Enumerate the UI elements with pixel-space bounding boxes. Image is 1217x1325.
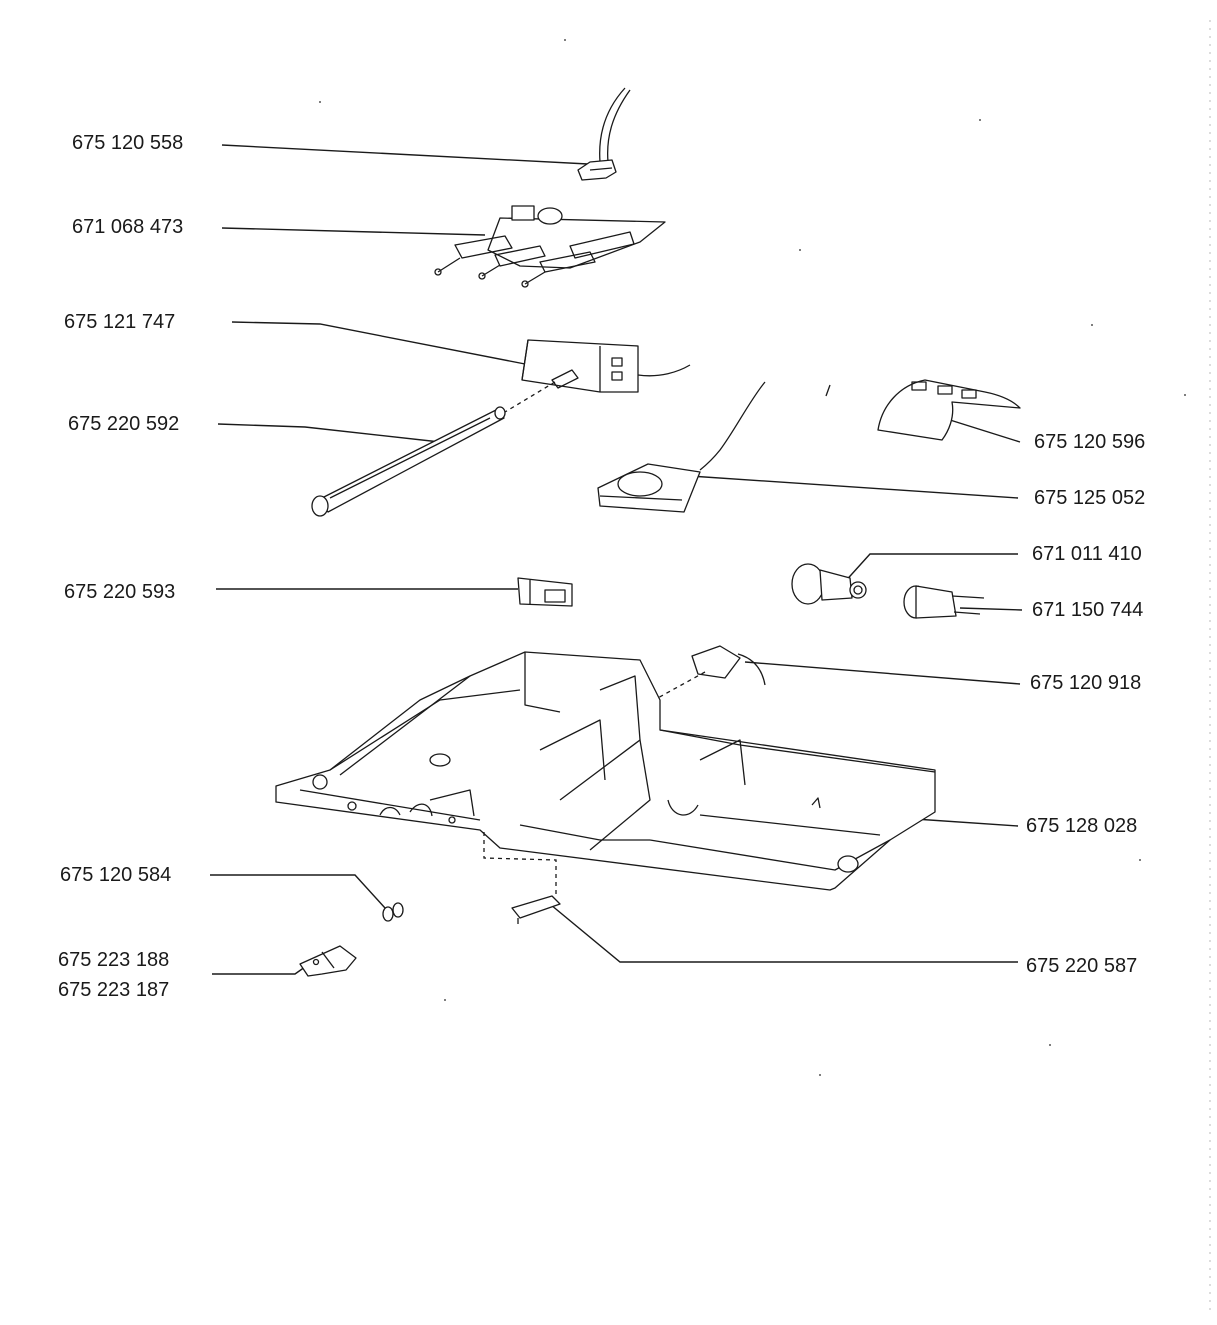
leader-675-120-596	[949, 419, 1021, 443]
shaft-axis	[504, 381, 556, 413]
leader-671-150-744	[959, 607, 1023, 611]
curved-cover-part	[877, 379, 1021, 441]
part-number-675-223-187: 675 223 187	[58, 979, 170, 1001]
part-number-675-120-596: 675 120 596	[1034, 431, 1146, 453]
motor-box-part	[521, 339, 691, 393]
part-number-671-150-744: 671 150 744	[1032, 599, 1144, 621]
base-tray-part	[275, 651, 936, 891]
part-number-675-220-592: 675 220 592	[68, 413, 180, 435]
rod-part	[311, 406, 506, 517]
part-number-675-223-188: 675 223 188	[58, 949, 170, 971]
leader-675-220-587	[544, 899, 1018, 963]
scan-specks	[319, 39, 1186, 1076]
socket-part	[903, 585, 985, 619]
bracket-part	[299, 945, 357, 977]
part-number-675-121-747: 675 121 747	[64, 311, 176, 333]
leader-675-223-188	[212, 961, 313, 975]
switch-block-part	[434, 205, 666, 288]
roller-part	[382, 902, 404, 922]
leader-675-125-052	[689, 475, 1019, 499]
part-number-675-120-584: 675 120 584	[60, 864, 172, 886]
leader-671-068-473	[221, 227, 486, 236]
part-number-671-068-473: 671 068 473	[72, 216, 184, 238]
leader-671-011-410	[841, 553, 1018, 586]
small-block-part	[517, 577, 573, 607]
leader-675-220-592	[217, 423, 441, 443]
lamp-holder-part	[597, 381, 831, 513]
part-number-675-220-587: 675 220 587	[1026, 955, 1138, 977]
leader-675-120-558	[221, 144, 589, 165]
leader-675-120-584	[210, 874, 386, 909]
clip-part	[511, 895, 561, 924]
part-number-675-220-593: 675 220 593	[64, 581, 176, 603]
microswitch-part	[691, 645, 766, 686]
part-number-675-125-052: 675 125 052	[1034, 487, 1146, 509]
part-number-675-120-558: 675 120 558	[72, 132, 184, 154]
part-number-675-120-918: 675 120 918	[1030, 672, 1142, 694]
leader-lines	[210, 144, 1023, 975]
lamp-bulb-part	[791, 563, 867, 605]
leader-675-120-918	[744, 661, 1021, 685]
part-number-675-128-028: 675 128 028	[1026, 815, 1138, 837]
leader-675-121-747	[231, 321, 526, 365]
cable-plug-part	[577, 87, 631, 181]
part-number-671-011-410: 671 011 410	[1032, 543, 1142, 565]
